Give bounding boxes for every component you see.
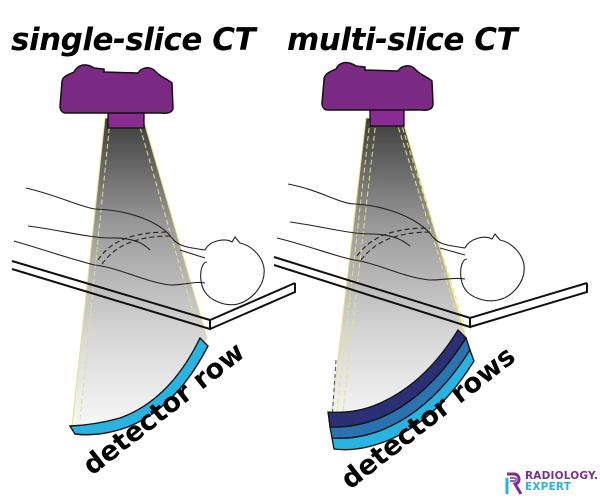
logo-line-2: EXPERT (525, 481, 572, 493)
patient-outline-right (276, 183, 525, 302)
title-multi-slice-ct: multi-slice CT (287, 22, 518, 58)
detector-rows-multi (327, 328, 475, 451)
patient-outline-left (13, 187, 265, 306)
title-single-slice-ct: single-slice CT (11, 22, 256, 58)
detector-row-single (68, 336, 209, 436)
patient-head-left (200, 236, 265, 306)
xray-tube-single (59, 64, 174, 129)
xray-tube-multi (321, 61, 434, 127)
radiology-expert-logo: RADIOLOGY. EXPERT (503, 471, 598, 499)
patient-table-right (273, 256, 588, 329)
patient-table-left (11, 260, 296, 331)
detector-row-3 (331, 348, 475, 451)
single-slice-panel: detector row (11, 64, 296, 482)
multi-slice-panel: detector rows (273, 61, 588, 496)
patient-head-right (460, 233, 525, 302)
radiology-r-icon (505, 472, 523, 495)
logo-line-1: RADIOLOGY. (525, 470, 599, 482)
